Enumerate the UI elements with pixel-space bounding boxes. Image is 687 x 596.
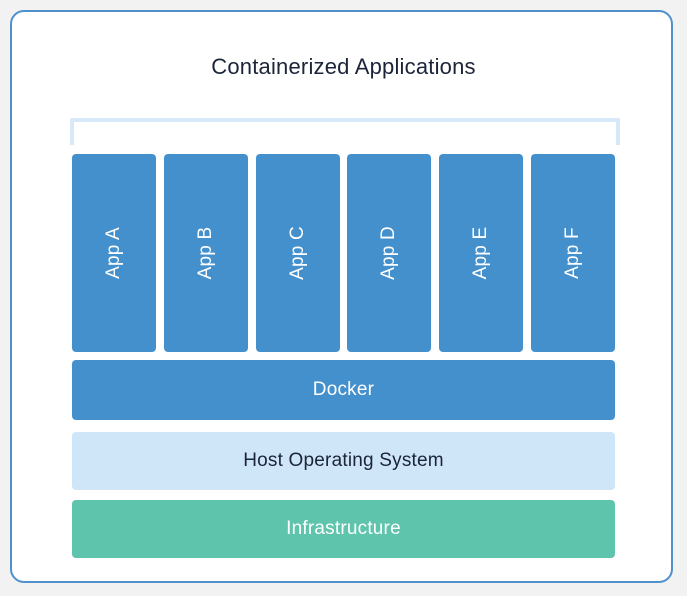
diagram-title: Containerized Applications — [211, 54, 476, 79]
containerized-applications-bracket — [70, 118, 620, 145]
app-column-a[interactable]: App A — [72, 154, 156, 352]
app-column-f-label: App F — [561, 227, 583, 279]
stack-layer-docker-label: Docker — [312, 379, 375, 400]
app-column-c-label: App C — [286, 226, 308, 280]
app-column-c[interactable]: App C — [255, 154, 340, 352]
stack-layer-infrastructure-label: Infrastructure — [286, 518, 401, 539]
stack-layer-host-operating-system[interactable]: Host Operating System — [72, 432, 615, 490]
app-column-d-label: App D — [378, 226, 400, 280]
app-column-f[interactable]: App F — [530, 154, 615, 352]
diagram-canvas: Containerized Applications App A App B A… — [10, 10, 673, 583]
app-column-e-label: App E — [470, 226, 492, 280]
stack-layer-infrastructure[interactable]: Infrastructure — [72, 500, 615, 558]
app-column-b[interactable]: App B — [163, 154, 248, 352]
app-column-d[interactable]: App D — [347, 154, 432, 352]
app-column-e[interactable]: App E — [439, 154, 524, 352]
app-columns-group: App A App B App C App D App E App F — [72, 154, 615, 352]
stack-layer-docker[interactable]: Docker — [72, 360, 615, 420]
stack-layer-host-operating-system-label: Host Operating System — [243, 450, 444, 471]
app-column-b-label: App B — [194, 226, 216, 280]
app-column-a-label: App A — [103, 227, 124, 279]
